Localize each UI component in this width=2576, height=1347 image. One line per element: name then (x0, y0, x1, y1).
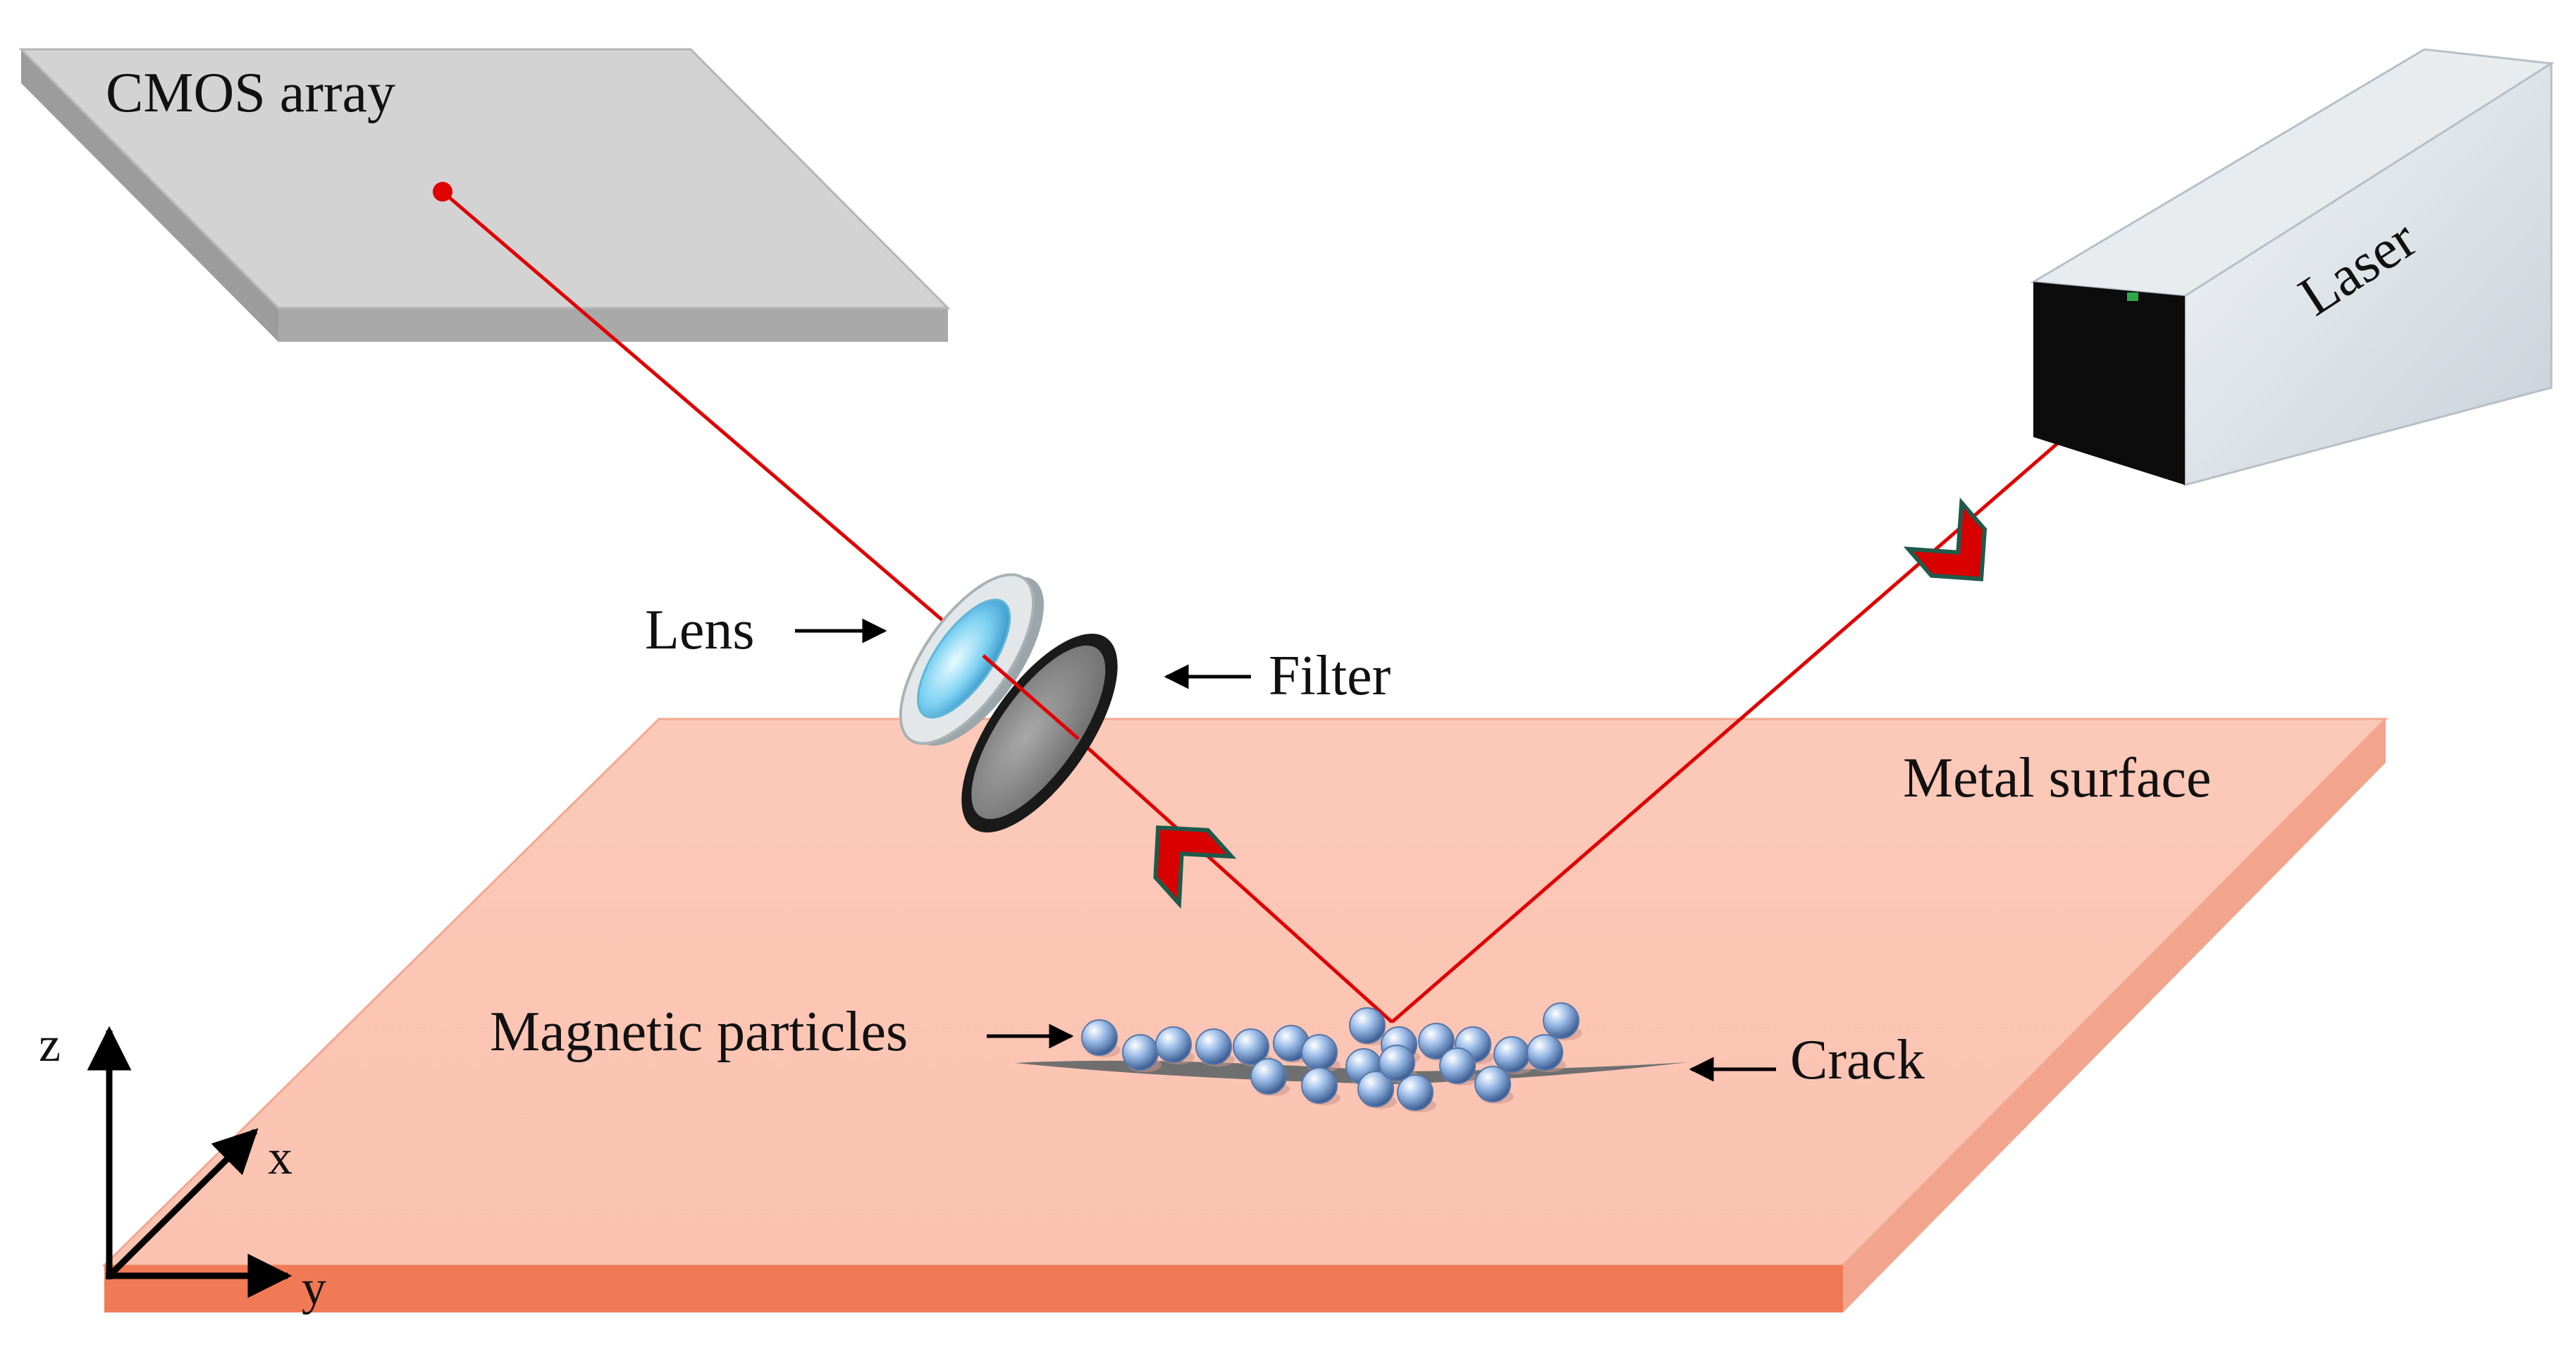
magnetic-particle (1439, 1047, 1476, 1084)
cmos-array-front-edge (278, 308, 948, 342)
reflected-beam-lower (1070, 732, 1393, 1023)
crack-label: Crack (1790, 1029, 1925, 1091)
laser-device: Laser (2030, 48, 2555, 486)
callout-crack: Crack (1689, 1029, 1925, 1091)
lens (899, 573, 1044, 746)
metal-surface-side-edge (1843, 719, 2386, 1312)
metal-surface-front-edge (104, 1265, 1843, 1312)
magnetic-particle (1301, 1034, 1338, 1071)
filter-glass (971, 645, 1106, 819)
beam-through-optics (982, 654, 1080, 740)
magnetic-particle (1474, 1066, 1511, 1102)
metal-surface-label: Metal surface (1903, 747, 2212, 809)
magnetic-particle (1081, 1019, 1118, 1056)
cmos-array: CMOS array (18, 48, 951, 342)
lens-label: Lens (645, 599, 755, 661)
magnetic-particle (1250, 1058, 1287, 1095)
magnetic-particle (1122, 1034, 1159, 1071)
filter-label: Filter (1269, 645, 1391, 707)
crack-and-particles (1015, 1002, 1688, 1112)
callout-magnetic-particles: Magnetic particles (490, 1001, 1074, 1063)
magnetic-particles-label: Magnetic particles (490, 1001, 908, 1063)
callout-filter: Filter (1164, 645, 1391, 707)
magnetic-particles (1081, 1002, 1582, 1112)
magnetic-particle (1349, 1007, 1386, 1044)
magnetic-particle (1493, 1036, 1530, 1073)
magnetic-particle (1233, 1028, 1269, 1065)
chevron-down-left-icon (1903, 497, 1988, 582)
x-axis (106, 1128, 259, 1279)
magnetic-particle (1301, 1067, 1338, 1104)
magnetic-particle (1543, 1002, 1579, 1039)
magnetic-particle (1379, 1045, 1415, 1081)
laser-front-face (2033, 282, 2185, 485)
optical-filter (961, 634, 1118, 832)
z-axis-label: z (39, 1018, 61, 1072)
x-axis-label: x (268, 1131, 292, 1185)
callout-lens: Lens (645, 599, 887, 661)
y-axis-label: y (302, 1261, 326, 1315)
magnetic-particle (1397, 1074, 1434, 1111)
magnetic-particle (1418, 1023, 1455, 1059)
metal-surface-plate: Metal surface (101, 718, 2389, 1312)
cmos-array-side-edge (21, 49, 278, 342)
magnetic-particle (1527, 1034, 1563, 1071)
laser-indicator (2127, 293, 2138, 301)
beam-direction-marker-reflected (1153, 825, 1237, 909)
magnetic-particle (1195, 1028, 1232, 1065)
magnetic-particle (1155, 1026, 1192, 1063)
magnetic-particle (1357, 1071, 1394, 1107)
beam-direction-marker-incident (1903, 497, 1988, 582)
coordinate-axes: z x y (39, 1018, 326, 1315)
reflected-beam-upper (441, 190, 1016, 684)
chevron-up-left-icon (1153, 825, 1237, 909)
cmos-array-label: CMOS array (106, 62, 395, 124)
cmos-array-top (18, 48, 951, 309)
